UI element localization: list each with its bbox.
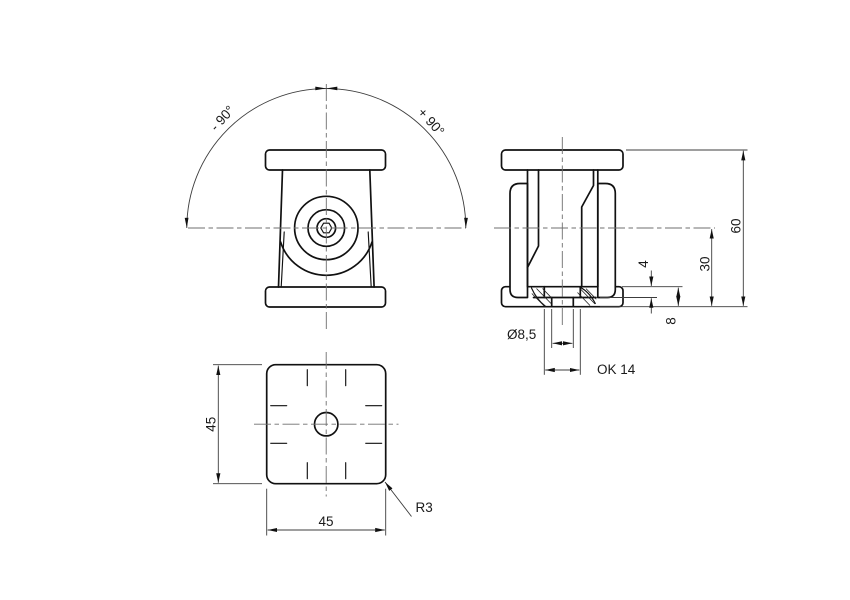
dim-plate-width-label: 45 [318, 514, 333, 529]
front-body-left-edge [277, 169, 284, 288]
bottom-view [254, 352, 399, 497]
dim-hex-across-flats-label: OK 14 [597, 362, 636, 377]
angle-minus-label: - 90° [207, 103, 237, 134]
side-left-blade [526, 169, 540, 269]
dim-pocket-depth-label: 4 [636, 260, 651, 268]
angle-plus-label: + 90° [415, 105, 448, 139]
front-body-left-tangent [280, 231, 285, 288]
bottom-slot-marks [270, 369, 383, 480]
swing-arc [186, 88, 467, 229]
dim-total-height-label: 60 [728, 218, 743, 233]
side-right-tab [596, 182, 617, 299]
side-left-tab [509, 182, 529, 299]
section-hatching [531, 288, 597, 307]
dim-hole-diameter-label: Ø8,5 [507, 327, 536, 342]
front-body-right-tangent [367, 231, 372, 288]
front-view [188, 84, 466, 331]
swing-arc-top-left-arrow [315, 86, 326, 91]
front-body-right-edge [368, 169, 375, 288]
swing-arc-left-arrow [184, 217, 189, 228]
section-arc-right [579, 286, 596, 305]
side-right-blade [580, 169, 595, 288]
side-view [494, 137, 715, 325]
front-bottom-flange [264, 286, 387, 308]
front-top-flange [264, 149, 387, 171]
side-dimensions: 60 30 4 8 Ø8,5 OK 14 [507, 149, 748, 377]
corner-radius-label: R3 [416, 500, 433, 515]
corner-radius-leader [384, 481, 412, 517]
dim-base-thickness-label: 8 [663, 317, 678, 325]
swing-arc-top-right-arrow [326, 86, 338, 91]
section-arc-left [530, 287, 547, 307]
bottom-dimensions: 45 45 R3 [203, 364, 433, 536]
front-saddle-arc [279, 241, 373, 277]
dim-center-height-label: 30 [697, 256, 712, 271]
swing-arc-right-arrow [464, 217, 468, 228]
dim-plate-height-label: 45 [203, 417, 218, 432]
